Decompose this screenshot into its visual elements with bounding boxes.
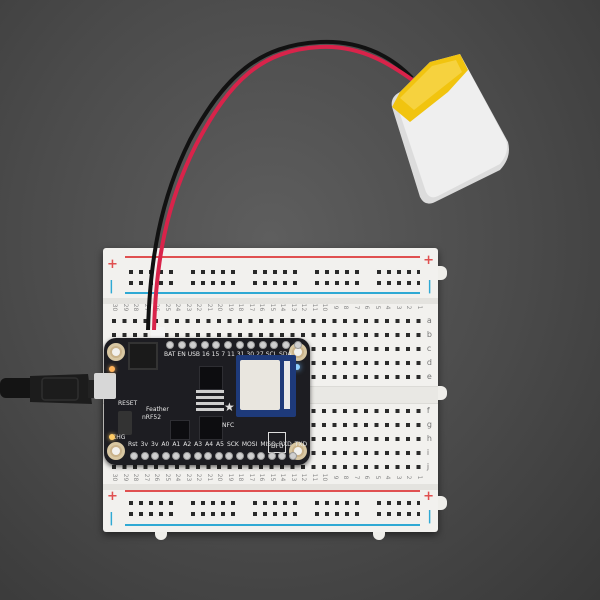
silk-reset: RESET xyxy=(118,400,138,407)
breadboard-tab xyxy=(438,496,447,510)
rail-holes-top xyxy=(125,266,420,288)
row-letters-top: a b c d e xyxy=(426,316,432,381)
header-pins-bottom xyxy=(130,452,297,460)
rail-minus-bottom-left: | xyxy=(109,511,114,526)
jst-battery-connector[interactable] xyxy=(128,342,158,370)
top-pin-labels: BATENUSB1615711313027SCLSDA xyxy=(164,351,291,358)
rail-plus-bottom-right: + xyxy=(423,489,434,504)
rail-separator-top xyxy=(103,298,438,304)
jst-plug xyxy=(151,327,165,340)
led-charge xyxy=(109,434,115,440)
reset-button[interactable] xyxy=(118,411,132,435)
chip xyxy=(199,416,223,440)
module-shield xyxy=(240,360,280,410)
breadboard-tab xyxy=(155,532,167,540)
micro-usb-port[interactable] xyxy=(94,373,116,399)
rail-minus-top-left: | xyxy=(109,279,114,294)
ic-pins xyxy=(196,390,224,414)
silk-nfc: NFC xyxy=(222,422,235,429)
dfu-pad: DFU xyxy=(268,432,287,453)
rail-line-red-top xyxy=(125,256,420,258)
led-blue xyxy=(294,364,300,370)
lipo-battery xyxy=(391,54,509,204)
silk-nrf52: nRF52 xyxy=(142,414,162,421)
rail-plus-bottom-left: + xyxy=(107,489,118,504)
rail-separator-bottom xyxy=(103,484,438,490)
row-letters-bottom: f g h i j xyxy=(426,406,432,471)
silk-chg: CHG xyxy=(112,434,126,441)
rail-minus-bottom-right: | xyxy=(427,509,432,524)
breadboard-tab xyxy=(373,532,385,540)
rail-line-blue-bottom xyxy=(125,524,420,526)
chip xyxy=(170,420,190,440)
led-power xyxy=(109,366,115,372)
rail-minus-top-right: | xyxy=(427,279,432,294)
mounting-hole xyxy=(107,343,125,361)
mounting-hole xyxy=(107,442,125,460)
rail-line-red-bottom xyxy=(125,490,420,492)
breadboard-tab xyxy=(438,386,447,400)
silk-feather: Feather xyxy=(146,406,169,413)
rail-holes-bottom xyxy=(125,498,420,520)
ble-module xyxy=(236,355,296,417)
feather-nrf52-board: BATENUSB1615711313027SCLSDA ★ RESET Feat… xyxy=(94,338,310,465)
antenna xyxy=(284,361,290,409)
adafruit-star-logo: ★ xyxy=(224,400,235,414)
breadboard-tab xyxy=(438,266,447,280)
rail-line-blue-top xyxy=(125,292,420,294)
chip xyxy=(199,366,223,390)
header-pins-top xyxy=(166,341,302,349)
rail-plus-top-left: + xyxy=(107,257,118,272)
rail-plus-top-right: + xyxy=(423,253,434,268)
